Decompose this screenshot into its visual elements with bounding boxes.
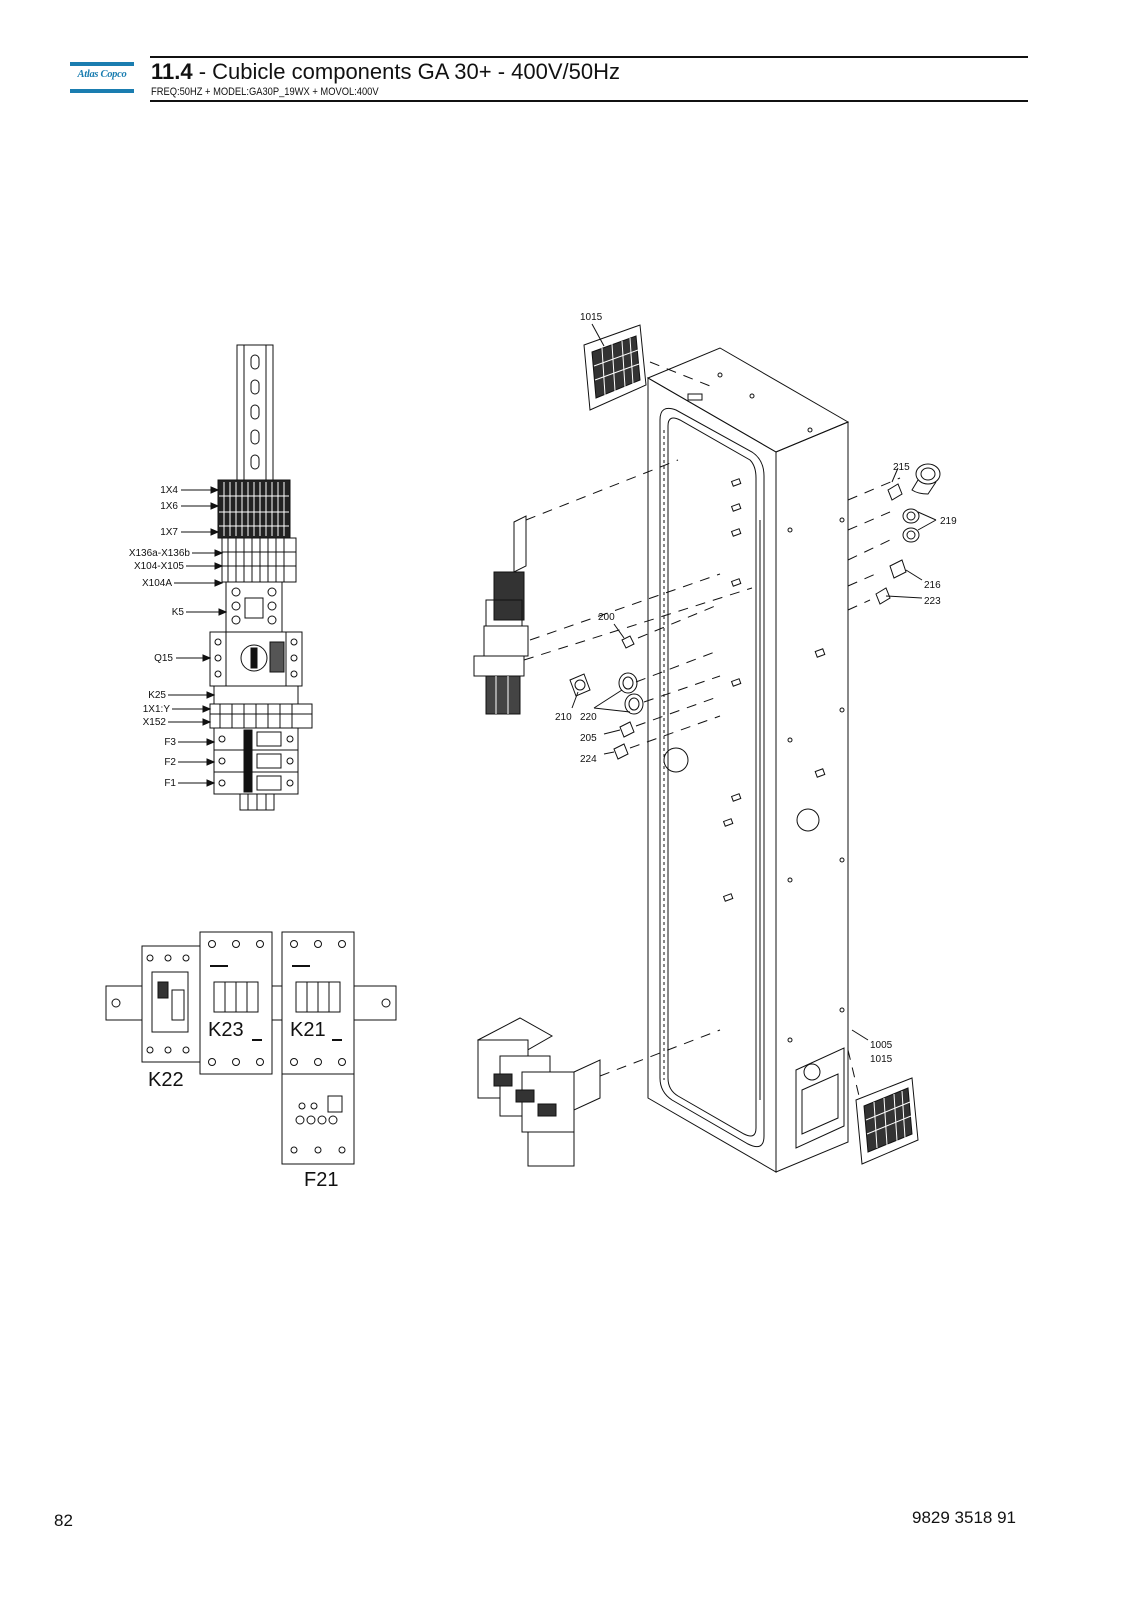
label-q15: Q15: [154, 653, 173, 664]
section-number: 11.4: [151, 59, 193, 84]
label-1x4: 1X4: [160, 485, 178, 496]
callout-200: 200: [598, 612, 615, 623]
label-k25: K25: [148, 690, 166, 701]
header-top-rule: [150, 56, 1028, 58]
contactor-labels: K22 K23 K21 F21: [148, 1019, 338, 1191]
document-number: 9829 3518 91: [912, 1508, 1016, 1527]
section-title: - Cubicle components GA 30+ - 400V/50Hz: [192, 59, 621, 84]
din-rail-assembly: [209, 344, 313, 811]
label-arrows: [168, 486, 228, 787]
page-number: 82: [54, 1511, 73, 1530]
contactor-assembly: [105, 931, 397, 1165]
label-f3: F3: [164, 737, 176, 748]
label-f1: F1: [164, 778, 176, 789]
assembly-lines: [523, 361, 901, 1101]
header-bottom-rule: [150, 100, 1028, 102]
callout-leaders: [571, 323, 937, 1041]
label-1x6: 1X6: [160, 501, 178, 512]
filter-grille-top: [583, 324, 647, 411]
label-x152: X152: [143, 717, 167, 728]
contactor-group-small: [476, 1017, 601, 1167]
rail-labels: 1X4 1X6 1X7 X136a-X136b X104-X105 X104A …: [129, 485, 191, 789]
cubicle-enclosure: [646, 347, 850, 1173]
label-k5: K5: [172, 607, 185, 618]
callout-1005: 1005: [870, 1040, 893, 1051]
callout-1015-bottom: 1015: [870, 1054, 893, 1065]
callout-223: 223: [924, 596, 941, 607]
callout-205: 205: [580, 733, 597, 744]
callout-216: 216: [924, 580, 941, 591]
callout-labels: 1015 215 219 216 223 200 210 220 205 224…: [555, 312, 957, 1065]
label-f21: F21: [304, 1169, 338, 1191]
logo-text: Atlas Copco: [77, 69, 127, 80]
label-1x7: 1X7: [160, 527, 178, 538]
label-k22: K22: [148, 1069, 184, 1091]
callout-210: 210: [555, 712, 572, 723]
callout-1015-top: 1015: [580, 312, 603, 323]
callout-220: 220: [580, 712, 597, 723]
label-1x1-y: 1X1:Y: [143, 704, 171, 715]
label-k23: K23: [208, 1019, 244, 1041]
page-subtitle: FREQ:50HZ + MODEL:GA30P_19WX + MOVOL:400…: [151, 86, 379, 98]
atlas-copco-logo: Atlas Copco: [70, 62, 134, 96]
label-f2: F2: [164, 757, 176, 768]
callout-219: 219: [940, 516, 957, 527]
callout-224: 224: [580, 754, 597, 765]
label-x104a: X104A: [142, 578, 172, 589]
cable-glands: [569, 463, 941, 760]
page-title: 11.4 - Cubicle components GA 30+ - 400V/…: [151, 59, 620, 85]
label-x104-x105: X104-X105: [134, 561, 184, 572]
callout-215: 215: [893, 462, 910, 473]
filter-grille-bottom: [855, 1077, 919, 1165]
rail-component-small: [473, 515, 529, 715]
label-x136: X136a-X136b: [129, 548, 191, 559]
label-k21: K21: [290, 1019, 326, 1041]
